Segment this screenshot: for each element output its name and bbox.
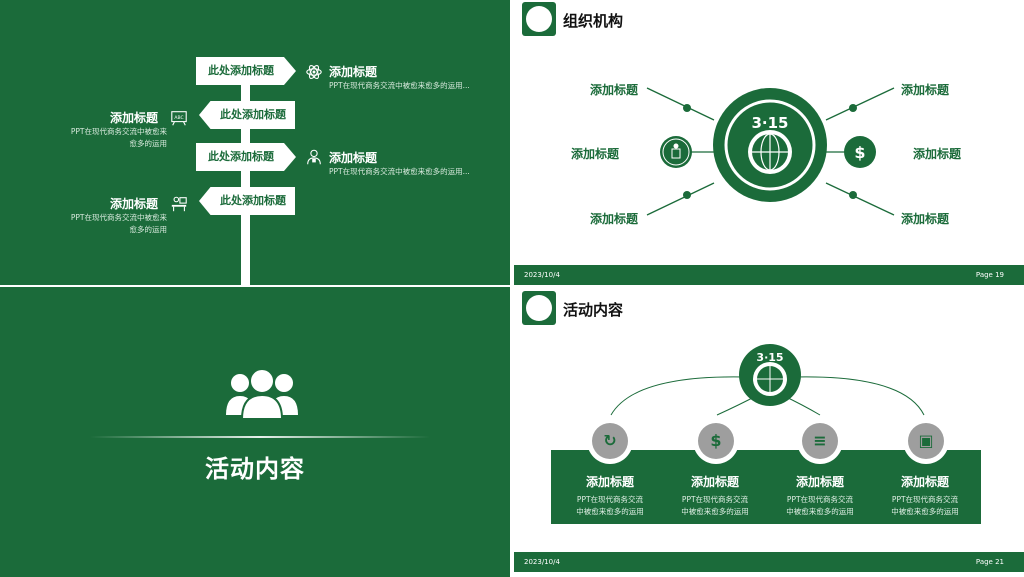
slide-thumbnail-activities[interactable]: 活动内容 3·15 ↻ $ ≡ ▣ 添加标题 PPT在现代商务交流 中被愈来愈多…: [514, 287, 1024, 577]
section-title: 活动内容: [205, 455, 305, 483]
activity-description: PPT在现代商务交流 中被愈来愈多的运用: [665, 494, 765, 518]
item-title: 添加标题: [329, 151, 378, 165]
activity-description: PPT在现代商务交流 中被愈来愈多的运用: [560, 494, 660, 518]
org-label: 添加标题: [571, 147, 620, 161]
teacher-desk-icon: [171, 196, 187, 212]
gift-icon: ▣: [903, 418, 949, 464]
activity-title: 添加标题: [690, 475, 739, 489]
signpost-sign-3: 此处添加标题: [196, 143, 296, 171]
activity-description-line: 中被愈来愈多的运用: [681, 507, 749, 516]
activity-description-line: PPT在现代商务交流: [786, 495, 854, 504]
svg-text:ABC: ABC: [174, 115, 183, 121]
atom-icon: [306, 65, 322, 79]
activity-connector-lines: 3·15: [610, 344, 925, 416]
svg-text:$: $: [854, 143, 865, 162]
recycle-icon: ↻: [587, 418, 633, 464]
activity-item: 添加标题 PPT在现代商务交流 中被愈来愈多的运用: [875, 473, 975, 518]
slide-thumbnail-organization[interactable]: 组织机构 3·15 $ 添加标题: [514, 0, 1024, 285]
logo-text: 3·15: [751, 114, 788, 132]
item-description: PPT在现代商务交流中被愈来 愈多的运用: [52, 212, 167, 236]
activity-item: 添加标题 PPT在现代商务交流 中被愈来愈多的运用: [770, 473, 870, 518]
dollar-icon: $: [693, 418, 739, 464]
item-description: PPT在现代商务交流中被愈来 愈多的运用: [52, 126, 167, 150]
signpost-sign-4: 此处添加标题: [199, 187, 295, 215]
activity-description: PPT在现代商务交流 中被愈来愈多的运用: [770, 494, 870, 518]
activity-description-line: 中被愈来愈多的运用: [891, 507, 959, 516]
footer-bar: 2023/10/4 Page 19: [514, 265, 1024, 285]
footer-page-number: Page 21: [975, 558, 1004, 566]
slide-thumbnail-section-title[interactable]: 活动内容: [0, 287, 510, 577]
org-label: 添加标题: [901, 212, 950, 226]
slide-thumbnail-signpost[interactable]: 此处添加标题 此处添加标题 此处添加标题 此处添加标题 添加标题 PPT在现代商…: [0, 0, 510, 285]
org-label: 添加标题: [590, 212, 639, 226]
activity-description-line: 中被愈来愈多的运用: [786, 507, 854, 516]
group-people-icon: [226, 369, 298, 419]
item-title: 添加标题: [329, 65, 378, 79]
activity-item: 添加标题 PPT在现代商务交流 中被愈来愈多的运用: [665, 473, 765, 518]
signpost-sign-1: 此处添加标题: [196, 57, 296, 85]
activity-description: PPT在现代商务交流 中被愈来愈多的运用: [875, 494, 975, 518]
activity-description-line: 中被愈来愈多的运用: [576, 507, 644, 516]
item-description-line: 愈多的运用: [129, 139, 168, 148]
item-title: 添加标题: [110, 197, 159, 211]
logo-text: 3·15: [756, 351, 783, 364]
footer-page-number: Page 19: [975, 271, 1004, 279]
activity-title: 添加标题: [795, 475, 844, 489]
coins-icon: ≡: [797, 418, 843, 464]
logo-315-icon: [522, 291, 556, 325]
footer-date: 2023/10/4: [524, 271, 560, 279]
item-title: 添加标题: [110, 111, 159, 125]
item-description-line: 愈多的运用: [129, 225, 168, 234]
page-title: 活动内容: [563, 301, 624, 319]
activity-description-line: PPT在现代商务交流: [891, 495, 959, 504]
divider-line: [90, 436, 430, 438]
item-description: PPT在现代商务交流中被愈来愈多的运用...: [329, 81, 470, 90]
org-chart-lines: 3·15 $: [646, 87, 895, 216]
item-description-line: PPT在现代商务交流中被愈来: [70, 127, 167, 136]
logo-315-icon: [522, 2, 556, 36]
activity-item: 添加标题 PPT在现代商务交流 中被愈来愈多的运用: [560, 473, 660, 518]
signpost-sign-2: 此处添加标题: [199, 101, 295, 129]
footer-date: 2023/10/4: [524, 558, 560, 566]
activity-title: 添加标题: [585, 475, 634, 489]
item-description: PPT在现代商务交流中被愈来愈多的运用...: [329, 167, 470, 176]
activity-description-line: PPT在现代商务交流: [576, 495, 644, 504]
page-title: 组织机构: [563, 12, 624, 30]
activities-panel: [551, 450, 981, 524]
item-description-line: PPT在现代商务交流中被愈来: [70, 213, 167, 222]
abc-board-icon: ABC: [171, 111, 187, 126]
footer-bar: 2023/10/4 Page 21: [514, 552, 1024, 572]
activity-title: 添加标题: [900, 475, 949, 489]
person-icon: [307, 149, 321, 165]
org-label: 添加标题: [590, 83, 639, 97]
activity-description-line: PPT在现代商务交流: [681, 495, 749, 504]
org-label: 添加标题: [901, 83, 950, 97]
signpost-pole: [241, 60, 250, 285]
org-label: 添加标题: [913, 147, 962, 161]
